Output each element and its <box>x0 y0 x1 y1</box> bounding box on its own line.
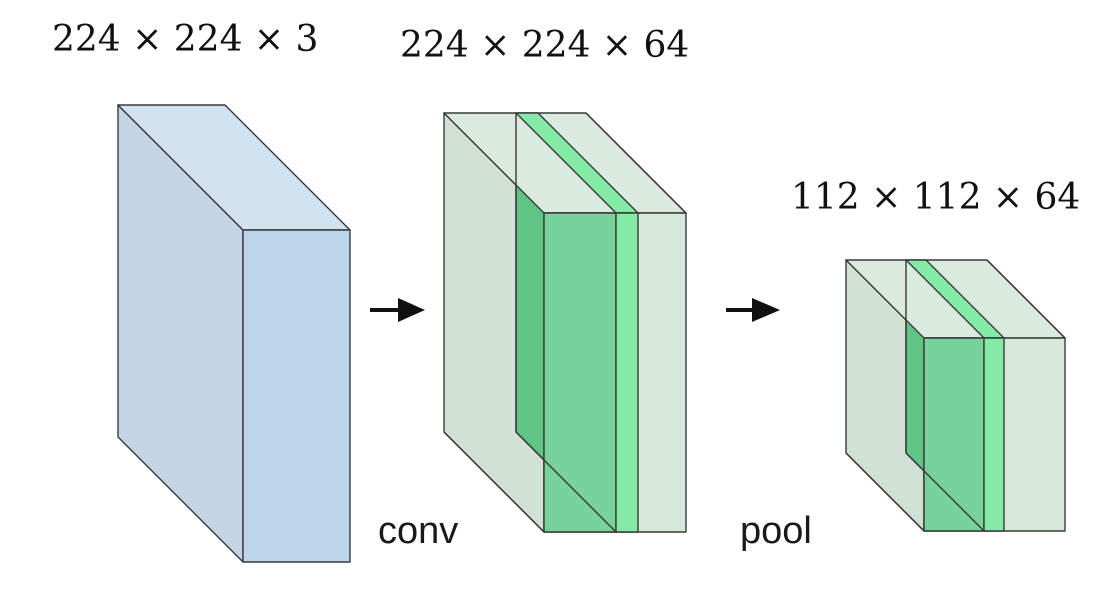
input-volume-front-face <box>242 229 351 563</box>
pool-output-volume <box>845 259 1066 532</box>
input-shape-label: 224 × 224 × 3 <box>52 19 319 60</box>
input-volume <box>117 104 351 563</box>
conv-slice-highlight-front <box>615 212 639 533</box>
conv-output-shape-label: 224 × 224 × 64 <box>400 25 690 66</box>
pool-output-shape-label: 112 × 112 × 64 <box>791 177 1081 218</box>
pool-arrow <box>726 298 780 322</box>
pool-slice-front-face <box>923 337 985 532</box>
conv-slice-front-face <box>543 212 617 533</box>
pool-slice-highlight-front <box>983 337 1005 532</box>
conv-operation-label: conv <box>378 510 459 552</box>
conv-arrow <box>370 298 425 322</box>
pool-operation-label: pool <box>740 510 812 552</box>
conv-output-volume <box>443 112 687 533</box>
